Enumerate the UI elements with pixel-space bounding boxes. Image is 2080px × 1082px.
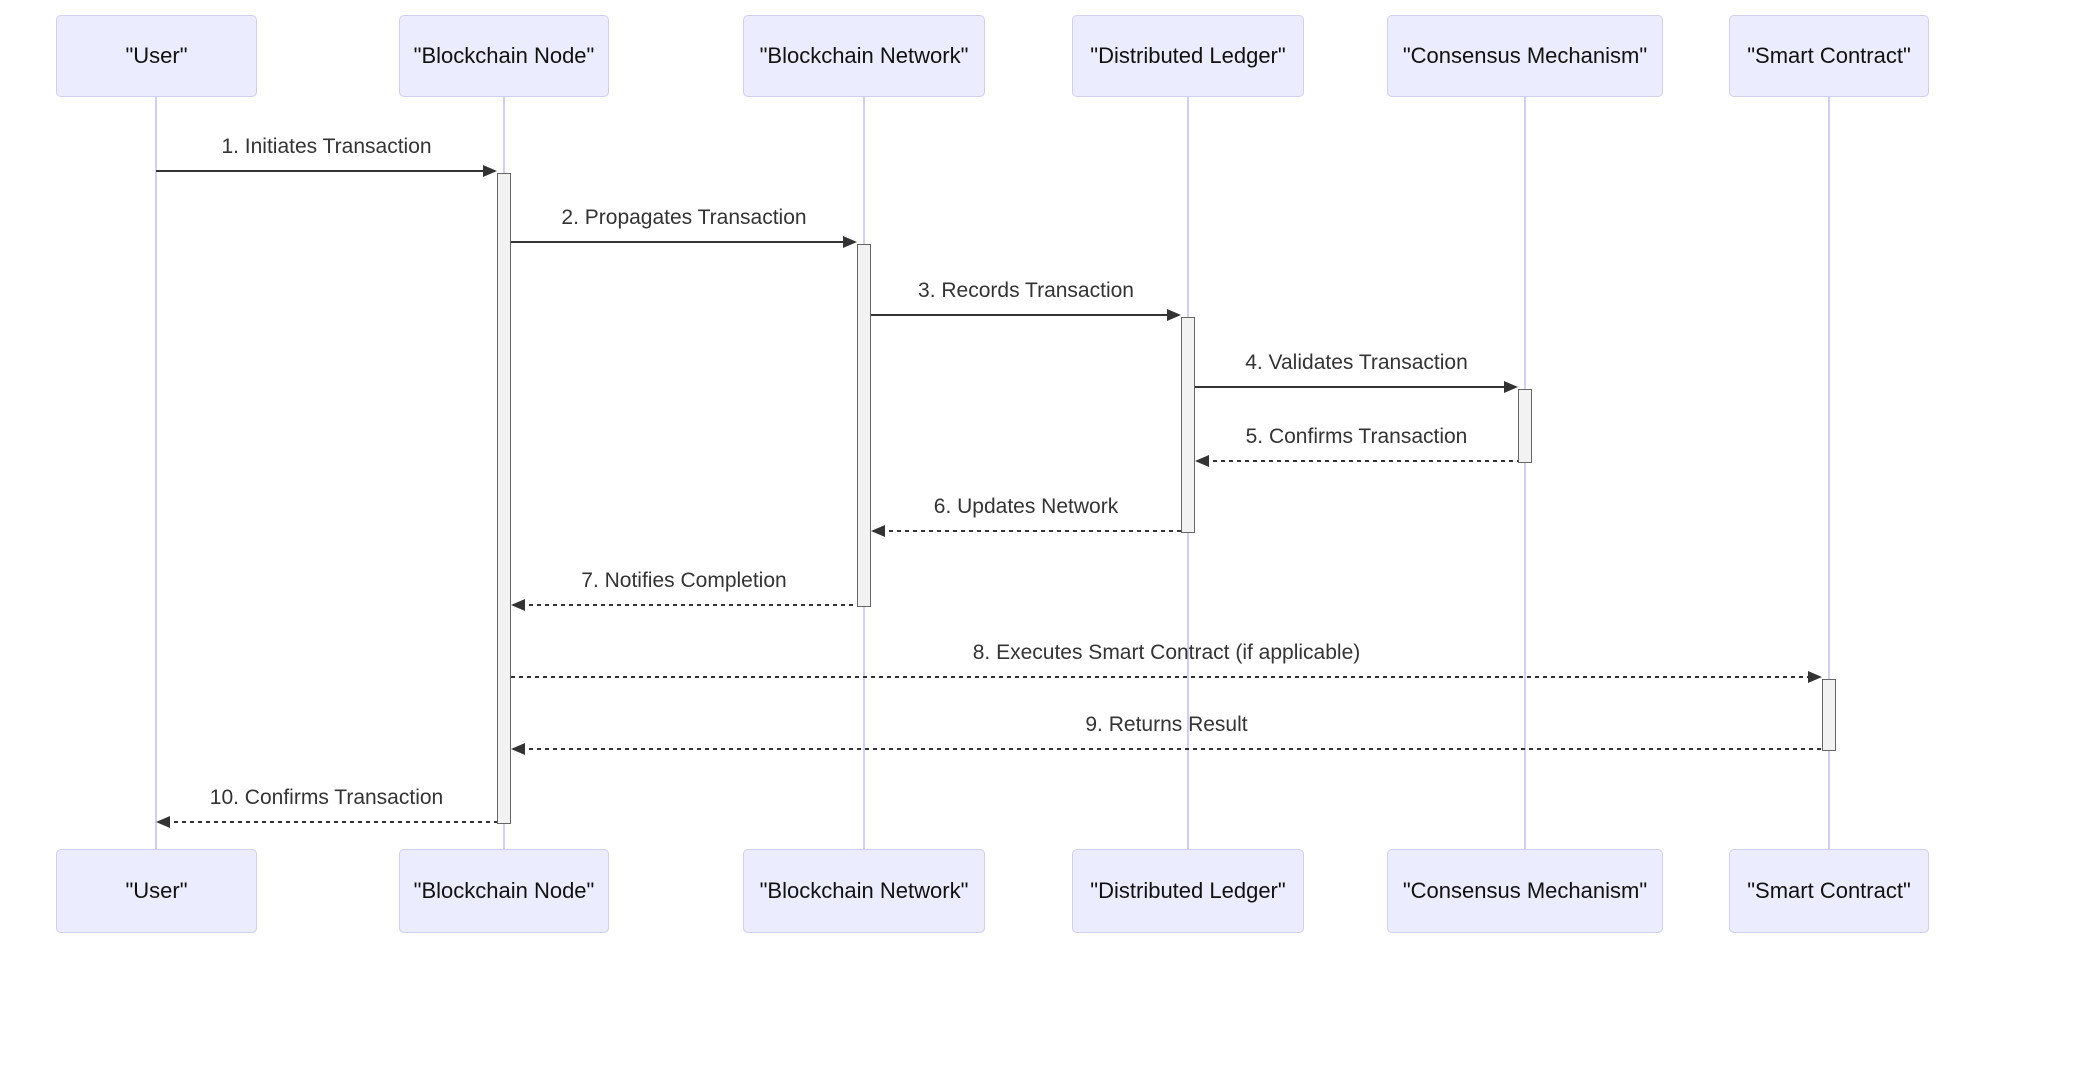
message-3-records-transaction: 3. Records Transaction xyxy=(871,277,1181,325)
participant-top-consensus-mechanism: "Consensus Mechanism" xyxy=(1387,15,1663,97)
arrowhead-right-icon xyxy=(1808,671,1822,683)
activation-blockchain-node xyxy=(497,173,511,824)
message-5-confirms-transaction: 5. Confirms Transaction xyxy=(1195,423,1518,471)
participant-bottom-smart-contract: "Smart Contract" xyxy=(1729,849,1929,933)
message-6-updates-network: 6. Updates Network xyxy=(871,493,1181,541)
participant-bottom-consensus-mechanism: "Consensus Mechanism" xyxy=(1387,849,1663,933)
message-label: 7. Notifies Completion xyxy=(581,569,787,592)
participant-bottom-blockchain-network: "Blockchain Network" xyxy=(743,849,985,933)
message-label: 8. Executes Smart Contract (if applicabl… xyxy=(972,641,1361,664)
activation-blockchain-network xyxy=(857,244,871,607)
message-label: 1. Initiates Transaction xyxy=(221,135,432,158)
message-label: 10. Confirms Transaction xyxy=(209,786,444,809)
message-line-solid xyxy=(1195,386,1516,388)
participant-top-user: "User" xyxy=(56,15,257,97)
message-9-returns-result: 9. Returns Result xyxy=(511,711,1822,759)
message-line-solid xyxy=(511,241,855,243)
participant-top-smart-contract: "Smart Contract" xyxy=(1729,15,1929,97)
message-line-dashed xyxy=(511,676,1820,678)
message-1-initiates-transaction: 1. Initiates Transaction xyxy=(156,133,497,181)
arrowhead-right-icon xyxy=(1167,309,1181,321)
message-label: 9. Returns Result xyxy=(1085,713,1248,736)
participant-bottom-distributed-ledger: "Distributed Ledger" xyxy=(1072,849,1304,933)
message-line-solid xyxy=(156,170,495,172)
lifeline-smart-contract xyxy=(1828,97,1830,849)
message-4-validates-transaction: 4. Validates Transaction xyxy=(1195,349,1518,397)
participant-bottom-blockchain-node: "Blockchain Node" xyxy=(399,849,609,933)
message-line-solid xyxy=(871,314,1179,316)
arrowhead-left-icon xyxy=(1195,455,1209,467)
arrowhead-left-icon xyxy=(871,525,885,537)
message-line-dashed xyxy=(513,604,857,606)
message-label: 4. Validates Transaction xyxy=(1245,351,1468,374)
message-line-dashed xyxy=(1197,460,1518,462)
message-line-dashed xyxy=(873,530,1181,532)
lifeline-consensus-mechanism xyxy=(1524,97,1526,849)
participant-top-blockchain-network: "Blockchain Network" xyxy=(743,15,985,97)
arrowhead-left-icon xyxy=(156,816,170,828)
activation-distributed-ledger xyxy=(1181,317,1195,533)
arrowhead-right-icon xyxy=(483,165,497,177)
message-2-propagates-transaction: 2. Propagates Transaction xyxy=(511,204,857,252)
message-label: 2. Propagates Transaction xyxy=(561,206,807,229)
activation-consensus-mechanism xyxy=(1518,389,1532,463)
message-label: 5. Confirms Transaction xyxy=(1245,425,1468,448)
message-label: 6. Updates Network xyxy=(933,495,1119,518)
lifeline-user xyxy=(155,97,157,849)
arrowhead-left-icon xyxy=(511,743,525,755)
message-8-executes-smart-contract: 8. Executes Smart Contract (if applicabl… xyxy=(511,639,1822,687)
activation-smart-contract xyxy=(1822,679,1836,751)
message-line-dashed xyxy=(158,821,497,823)
message-label: 3. Records Transaction xyxy=(918,279,1134,302)
arrowhead-left-icon xyxy=(511,599,525,611)
participant-bottom-user: "User" xyxy=(56,849,257,933)
message-line-dashed xyxy=(513,748,1822,750)
message-10-confirms-transaction: 10. Confirms Transaction xyxy=(156,784,497,832)
arrowhead-right-icon xyxy=(1504,381,1518,393)
message-7-notifies-completion: 7. Notifies Completion xyxy=(511,567,857,615)
participant-top-distributed-ledger: "Distributed Ledger" xyxy=(1072,15,1304,97)
arrowhead-right-icon xyxy=(843,236,857,248)
participant-top-blockchain-node: "Blockchain Node" xyxy=(399,15,609,97)
